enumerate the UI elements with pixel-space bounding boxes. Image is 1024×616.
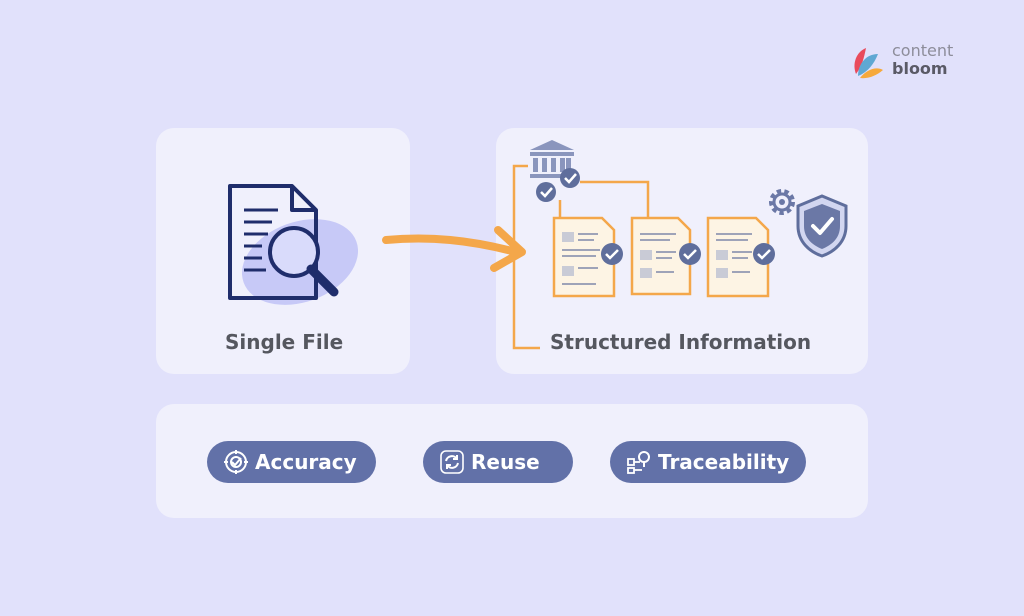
structured-document-3	[706, 216, 775, 298]
shield-check-icon	[796, 194, 848, 258]
transform-arrow	[382, 226, 526, 272]
brand-logo: content bloom	[850, 42, 970, 86]
logo-petal-icon	[854, 48, 883, 79]
trace-icon	[627, 451, 650, 474]
accuracy-pill: Accuracy	[207, 441, 376, 483]
check-icon	[536, 168, 580, 202]
brand-line1: content	[892, 41, 954, 60]
traceability-label: Traceability	[658, 450, 790, 474]
reuse-pill: Reuse	[423, 441, 573, 483]
refresh-icon	[440, 450, 464, 474]
brand-line2: bloom	[892, 59, 948, 78]
structured-information-label: Structured Information	[550, 330, 812, 354]
brand-name: content bloom	[892, 42, 953, 78]
institution-icon	[530, 140, 574, 178]
structured-document-2	[630, 216, 701, 296]
reuse-label: Reuse	[471, 450, 540, 474]
gear-icon	[769, 189, 795, 215]
single-file-label: Single File	[225, 330, 344, 354]
accuracy-label: Accuracy	[255, 450, 357, 474]
structured-document-1	[552, 216, 623, 298]
hierarchy-connectors	[512, 164, 650, 350]
target-check-icon	[224, 450, 248, 474]
traceability-pill: Traceability	[610, 441, 806, 483]
document-search-icon	[228, 184, 359, 305]
